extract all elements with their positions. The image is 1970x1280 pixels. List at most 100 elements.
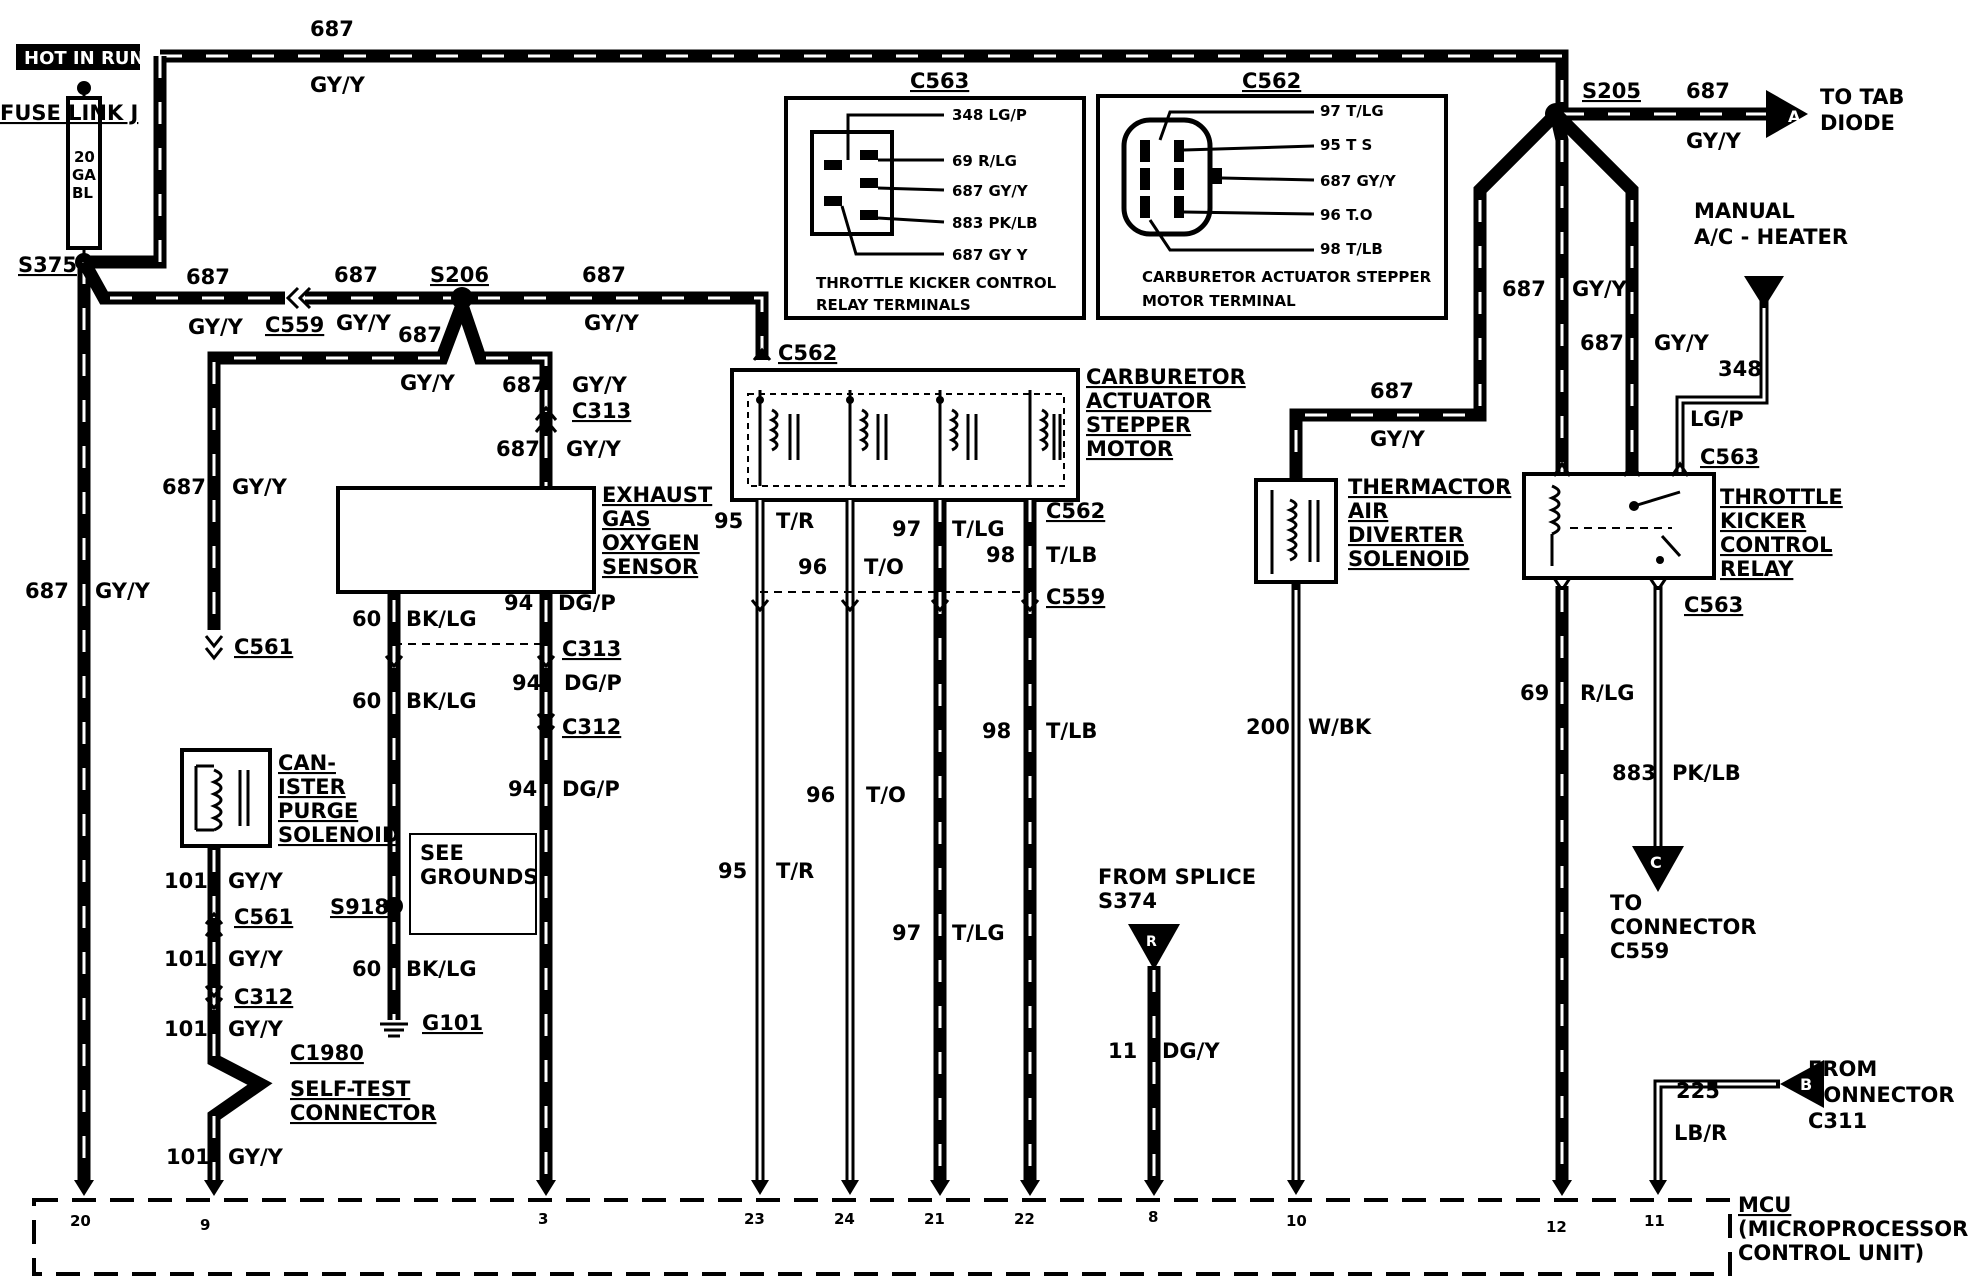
c563-caption-2: RELAY TERMINALS (816, 296, 971, 314)
marker-r-arrow (1128, 924, 1180, 970)
from-splice-2: S374 (1098, 889, 1157, 913)
pin-9: 9 (200, 1216, 210, 1234)
w101-a-color: GY/Y (228, 869, 284, 893)
c562-caption-2: MOTOR TERMINAL (1142, 292, 1296, 310)
w98-a-color: T/LB (1046, 543, 1097, 567)
wire-687-to-tab-diode (1556, 90, 1808, 138)
w348-num: 348 (1718, 357, 1762, 381)
w97-b-color: T/LG (952, 921, 1005, 945)
w95-a-color: T/R (776, 509, 814, 533)
wire-95-tr (751, 500, 769, 1195)
see-grounds-box (409, 833, 537, 935)
w60-b-num: 60 (352, 689, 381, 713)
c562-pin-4: 96 T.O (1320, 206, 1373, 224)
w687-top-num: 687 (310, 17, 354, 41)
c562-pin-5: 98 T/LB (1320, 240, 1383, 258)
w687-k-num: 687 (1580, 331, 1624, 355)
w687-left-num: 687 (25, 579, 69, 603)
w687-left-color: GY/Y (95, 579, 151, 603)
c563-lower-label: C563 (1684, 593, 1743, 617)
carb-label-3: STEPPER (1086, 413, 1191, 437)
w95-b-color: T/R (776, 859, 814, 883)
wire-687-oxygen-branch (455, 302, 558, 488)
thermactor-label-4: SOLENOID (1348, 547, 1469, 571)
w98-b-color: T/LB (1046, 719, 1097, 743)
mcu-box (32, 1198, 1732, 1276)
w97-a-num: 97 (892, 517, 921, 541)
w687-k-color: GY/Y (1654, 331, 1710, 355)
s375-label: S375 (18, 253, 77, 277)
w883-color: PK/LB (1672, 761, 1741, 785)
w97-a-color: T/LG (952, 517, 1005, 541)
from-connector-1: FROM (1808, 1057, 1877, 1081)
w687-a-num: 687 (186, 265, 230, 289)
c563-top-right-label: C563 (1700, 445, 1759, 469)
w687-g-num: 687 (496, 437, 540, 461)
to-connector-3: C559 (1610, 939, 1669, 963)
c562-pin-1: 97 T/LG (1320, 102, 1384, 120)
w69-color: R/LG (1580, 681, 1634, 705)
splice-s918 (385, 897, 403, 915)
canister-purge-solenoid (180, 748, 272, 848)
w101-b-color: GY/Y (228, 947, 284, 971)
w94-c-color: DG/P (562, 777, 620, 801)
oxygen-label-3: OXYGEN (602, 531, 700, 555)
hot-in-run-header (16, 44, 140, 70)
marker-b: B (1800, 1075, 1812, 1094)
c562-terminal-box (1096, 94, 1448, 320)
canister-label-4: SOLENOID (278, 823, 399, 847)
s206-label: S206 (430, 263, 489, 287)
see-grounds-1: SEE (420, 841, 464, 865)
w687-c-color: GY/Y (584, 311, 640, 335)
c312-oxy-label: C312 (562, 715, 621, 739)
w687-h-num: 687 (1686, 79, 1730, 103)
to-tab-label-1: TO TAB (1820, 85, 1904, 109)
w69-num: 69 (1520, 681, 1549, 705)
manual-ac-label-2: A/C - HEATER (1694, 225, 1848, 249)
fuse-link-label: FUSE LINK J (0, 101, 138, 125)
canister-label-3: PURGE (278, 799, 358, 823)
w95-a-num: 95 (714, 509, 743, 533)
w98-b-num: 98 (982, 719, 1011, 743)
c563-pin-1: 348 LG/P (952, 106, 1027, 124)
see-grounds-2: GROUNDS (420, 865, 538, 889)
thermactor-label-3: DIVERTER (1348, 523, 1464, 547)
self-test-label-2: CONNECTOR (290, 1101, 437, 1125)
w60-c-num: 60 (352, 957, 381, 981)
w94-b-num: 94 (512, 671, 541, 695)
canister-label-1: CAN- (278, 751, 336, 775)
wire-69-rlg (1552, 586, 1572, 1196)
w687-j-color: GY/Y (1370, 427, 1426, 451)
w687-top-color: GY/Y (310, 73, 366, 97)
marker-c: C (1650, 853, 1662, 872)
w94-b-color: DG/P (564, 671, 622, 695)
w101-a-num: 101 (164, 869, 208, 893)
pin-10: 10 (1286, 1212, 1307, 1230)
w94-a-color: DG/P (558, 591, 616, 615)
manual-ac-label-1: MANUAL (1694, 199, 1795, 223)
to-connector-2: CONNECTOR (1610, 915, 1757, 939)
w60-c-color: BK/LG (406, 957, 477, 981)
carb-label-2: ACTUATOR (1086, 389, 1211, 413)
from-connector-2: CONNECTOR (1808, 1083, 1955, 1107)
c563-box-title: C563 (910, 69, 969, 93)
c561-lower-label: C561 (234, 905, 293, 929)
c561-top-label: C561 (234, 635, 293, 659)
w98-a-num: 98 (986, 543, 1015, 567)
oxygen-sensor-box (336, 486, 596, 594)
c313-lower-label: C313 (562, 637, 621, 661)
w94-a-num: 94 (504, 591, 533, 615)
c563-terminal-box (784, 96, 1086, 320)
c562-top-label: C562 (778, 341, 837, 365)
c562-box-title: C562 (1242, 69, 1301, 93)
w225-num: 225 (1676, 1079, 1720, 1103)
throttle-label-4: RELAY (1720, 557, 1794, 581)
wire-60-bklg (384, 592, 404, 1020)
wire-225-lbr (1649, 1079, 1780, 1195)
c562-pin-3: 687 GY/Y (1320, 172, 1397, 190)
oxygen-label-4: SENSOR (602, 555, 698, 579)
wire-200-wbk (1287, 582, 1305, 1195)
pin-20: 20 (70, 1212, 91, 1230)
mcu-label-2: (MICROPROCESSOR (1738, 1217, 1968, 1241)
c563-caption-1: THROTTLE KICKER CONTROL (816, 274, 1057, 292)
